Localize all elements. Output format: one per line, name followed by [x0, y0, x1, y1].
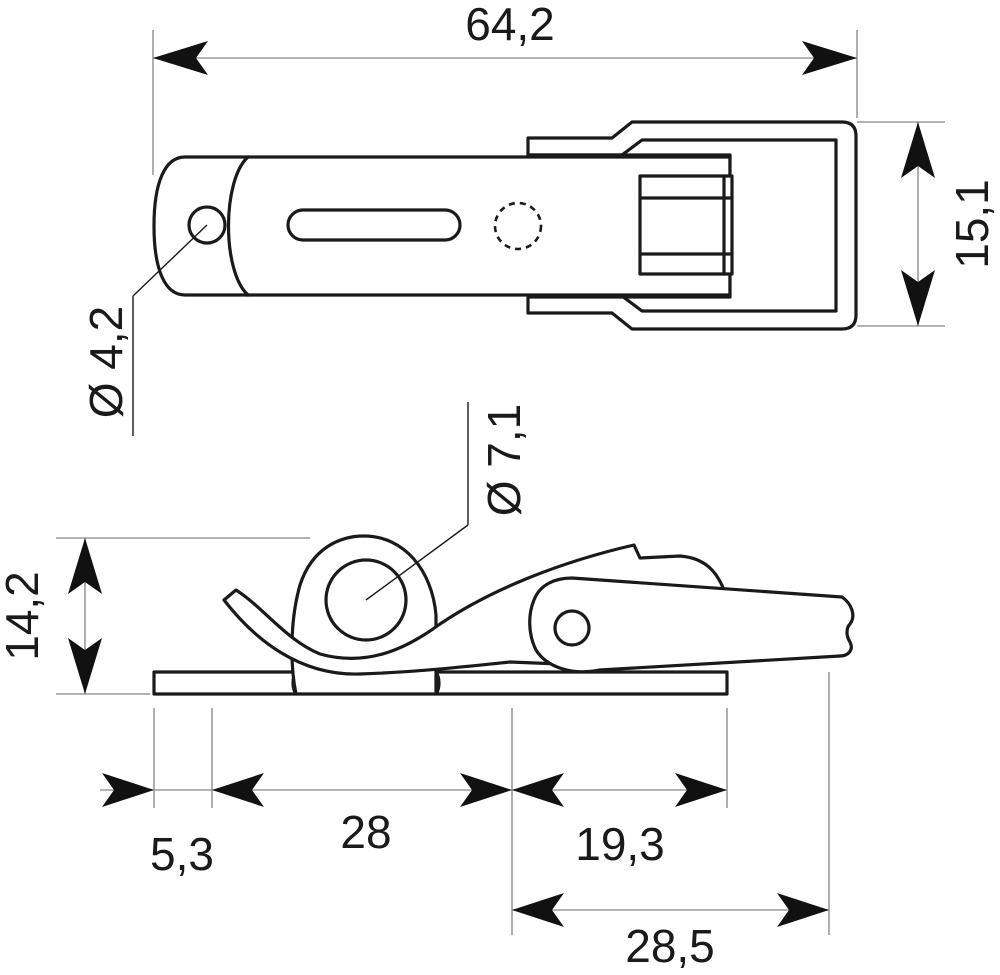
base-plate-right	[434, 670, 729, 696]
latch-clip-block	[638, 174, 734, 276]
base-offset-label: 5,3	[150, 828, 214, 880]
pivot-label: Ø 7,1	[478, 404, 530, 517]
latch-lever	[528, 576, 855, 674]
hasp-hinge-line	[227, 155, 250, 297]
hidden-hole	[493, 201, 543, 251]
latch-base-label: 19,3	[575, 818, 665, 870]
side-view	[152, 534, 855, 696]
latch-frame-inner	[526, 138, 838, 313]
dim-overall-length: 64,2	[152, 0, 858, 175]
top-view	[152, 120, 858, 331]
hole-spacing-label: 28	[340, 806, 391, 858]
latch-reach-label: 28,5	[625, 920, 715, 972]
dim-pivot: Ø 7,1	[365, 402, 530, 601]
hole-4-2	[187, 205, 227, 245]
height-label: 14,2	[0, 571, 48, 661]
width-label: 15,1	[946, 179, 998, 269]
hole-small-label: Ø 4,2	[80, 306, 132, 419]
dim-width: 15,1	[857, 121, 998, 327]
base-plate-left	[152, 670, 298, 696]
lever-pivot-hole	[553, 609, 591, 647]
dim-bottom-chain: 5,3 28 19,3 28,5	[100, 672, 830, 972]
overall-length-label: 64,2	[465, 0, 555, 50]
dim-height: 14,2	[0, 537, 310, 695]
hasp-plate-outline	[152, 155, 732, 297]
latch-frame-outer	[526, 120, 858, 331]
dim-hole-small: Ø 4,2	[80, 224, 208, 436]
slot	[286, 208, 462, 242]
